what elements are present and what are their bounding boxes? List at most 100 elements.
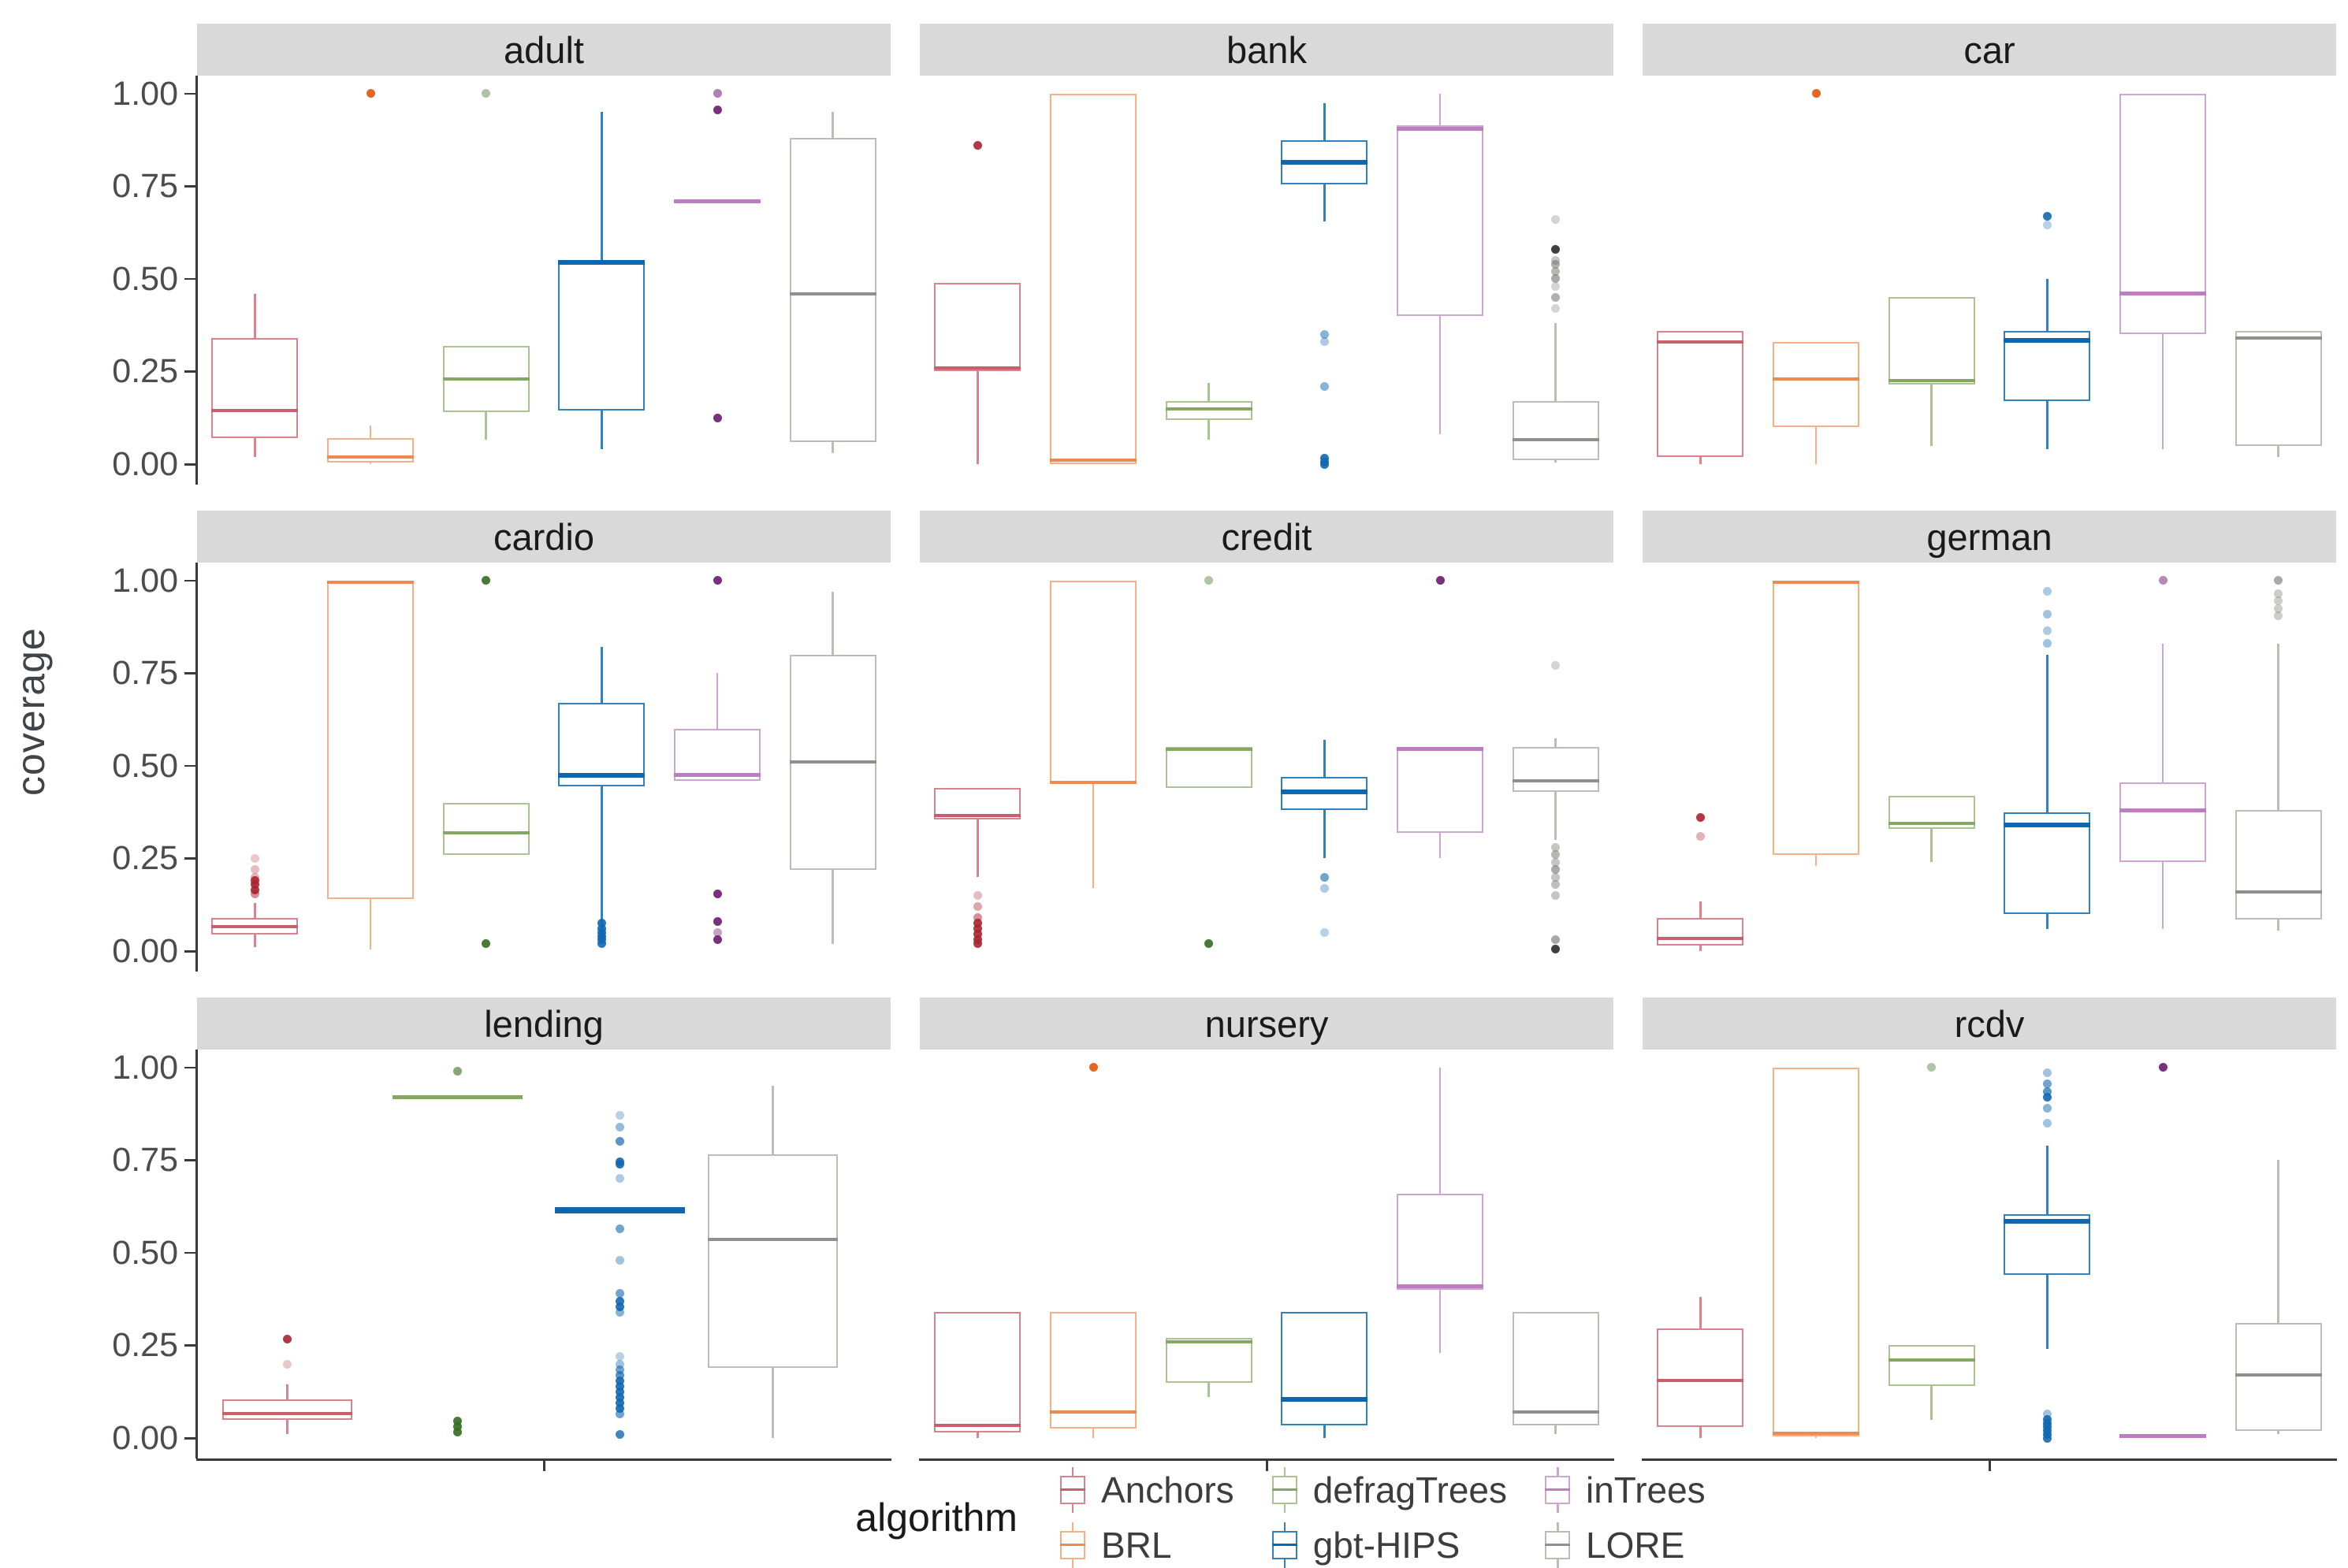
boxplot-box-BRL <box>1050 1312 1137 1429</box>
boxplot-median-Anchors <box>211 408 299 412</box>
key-whisker-top <box>1283 1467 1286 1476</box>
outlier-dot-inTrees <box>2158 1063 2168 1072</box>
outlier-dot-LORE <box>1551 244 1561 254</box>
y-tick-label: 1.00 <box>112 561 178 600</box>
whisker-upper-Anchors <box>254 293 256 339</box>
key-median <box>1059 1544 1085 1546</box>
outlier-dot-gbt-HIPS <box>2042 1104 2052 1113</box>
boxplot-median-defragTrees <box>1888 1358 1975 1362</box>
boxplot-median-BRL <box>1050 781 1137 785</box>
key-whisker-bottom <box>1557 1559 1559 1568</box>
whisker-upper-Anchors <box>1699 901 1702 918</box>
outlier-dot-gbt-HIPS <box>2042 1092 2052 1102</box>
boxplot-median-defragTrees <box>1165 1339 1252 1343</box>
key-median <box>1271 1488 1297 1491</box>
whisker-upper-defragTrees <box>1207 382 1210 402</box>
y-tick-label: 0.00 <box>112 932 178 971</box>
outlier-dot-gbt-HIPS <box>1319 337 1329 347</box>
outlier-dot-LORE <box>2274 576 2283 585</box>
y-tick-label: 1.00 <box>112 1048 178 1087</box>
whisker-lower-BRL <box>1814 854 1818 866</box>
key-whisker-top <box>1557 1467 1559 1476</box>
boxplot-median-BRL <box>327 581 414 585</box>
whisker-lower-defragTrees <box>1930 828 1933 863</box>
key-whisker-bottom <box>1283 1559 1286 1568</box>
outlier-dot-defragTrees <box>482 89 491 98</box>
boxplot-box-defragTrees <box>1888 1345 1975 1387</box>
boxplot-median-BRL <box>1773 1432 1859 1436</box>
boxplot-median-LORE <box>707 1238 838 1242</box>
boxplot-median-defragTrees <box>442 830 530 834</box>
outlier-dot-inTrees <box>713 106 722 115</box>
whisker-upper-BRL <box>369 425 372 439</box>
outlier-dot-gbt-HIPS <box>616 1255 625 1265</box>
outlier-dot-LORE <box>1551 259 1561 269</box>
outlier-dot-gbt-HIPS <box>1319 872 1329 882</box>
whisker-lower-defragTrees <box>1207 419 1210 440</box>
boxplot-median-defragTrees <box>1165 407 1252 411</box>
boxplot-median-LORE <box>1512 778 1599 782</box>
outlier-dot-Anchors <box>973 141 982 150</box>
whisker-upper-LORE <box>832 591 834 655</box>
outlier-dot-gbt-HIPS <box>2042 1079 2052 1089</box>
outlier-dot-inTrees <box>1435 576 1445 585</box>
outlier-dot-gbt-HIPS <box>616 1376 625 1385</box>
facet-panel-cardio <box>197 563 891 972</box>
boxplot-box-defragTrees <box>1165 747 1252 789</box>
boxplot-median-inTrees <box>1397 127 1483 131</box>
whisker-lower-BRL <box>369 462 372 465</box>
outlier-dot-Anchors <box>973 930 982 939</box>
boxplot-median-gbt-HIPS <box>2004 1218 2091 1224</box>
boxplot-median-BRL <box>1773 581 1859 585</box>
whisker-lower-BRL <box>1092 784 1095 889</box>
y-axis-tick <box>184 185 195 188</box>
whisker-upper-inTrees <box>716 673 719 729</box>
boxplot-median-LORE <box>2235 1373 2322 1377</box>
whisker-lower-inTrees <box>1438 315 1442 435</box>
outlier-dot-gbt-HIPS <box>2042 1118 2052 1128</box>
whisker-lower-Anchors <box>254 934 256 948</box>
boxplot-line-defragTrees <box>392 1094 523 1099</box>
whisker-lower-gbt-HIPS <box>601 410 603 450</box>
y-tick-label: 0.75 <box>112 1141 178 1180</box>
whisker-upper-Anchors <box>1699 1297 1702 1329</box>
outlier-dot-gbt-HIPS <box>1319 459 1329 469</box>
boxplot-key-icon <box>1271 1522 1299 1568</box>
x-axis-tick <box>1266 1460 1268 1471</box>
boxplot-box-inTrees <box>1397 1193 1483 1290</box>
legend-item-LORE: LORE <box>1543 1522 1706 1568</box>
y-tick-label: 0.75 <box>112 654 178 693</box>
whisker-upper-LORE <box>1554 323 1557 402</box>
y-axis-line <box>195 1050 198 1458</box>
whisker-lower-BRL <box>1814 427 1818 465</box>
outlier-dot-LORE <box>1551 304 1561 314</box>
facet-strip-lending: lending <box>197 998 891 1050</box>
whisker-lower-inTrees <box>2161 334 2164 450</box>
facet-strip-bank: bank <box>920 24 1613 76</box>
outlier-dot-LORE <box>1551 281 1561 291</box>
whisker-lower-Anchors <box>1699 456 1702 465</box>
outlier-dot-LORE <box>2274 589 2283 598</box>
key-whisker-bottom <box>1071 1504 1074 1513</box>
y-tick-label: 0.25 <box>112 352 178 391</box>
outlier-dot-inTrees <box>713 916 722 926</box>
outlier-dot-gbt-HIPS <box>616 1398 625 1407</box>
outlier-dot-inTrees <box>713 928 722 938</box>
boxplot-median-LORE <box>1512 1410 1599 1414</box>
outlier-dot-gbt-HIPS <box>597 939 606 949</box>
outlier-dot-gbt-HIPS <box>616 1365 625 1374</box>
outlier-dot-gbt-HIPS <box>2042 221 2052 230</box>
boxplot-box-Anchors <box>934 282 1021 372</box>
whisker-upper-inTrees <box>1438 1067 1442 1194</box>
whisker-lower-LORE <box>1554 1425 1557 1435</box>
outlier-dot-LORE <box>1551 661 1561 671</box>
outlier-dot-Anchors <box>282 1359 292 1369</box>
key-median <box>1545 1544 1570 1546</box>
outlier-dot-gbt-HIPS <box>2042 609 2052 619</box>
whisker-upper-inTrees <box>1438 93 1442 125</box>
outlier-dot-gbt-HIPS <box>1319 928 1329 938</box>
boxplot-median-gbt-HIPS <box>558 772 646 778</box>
whisker-lower-BRL <box>1814 1436 1818 1439</box>
boxplot-box-inTrees <box>1397 747 1483 833</box>
boxplot-box-gbt-HIPS <box>558 703 646 786</box>
